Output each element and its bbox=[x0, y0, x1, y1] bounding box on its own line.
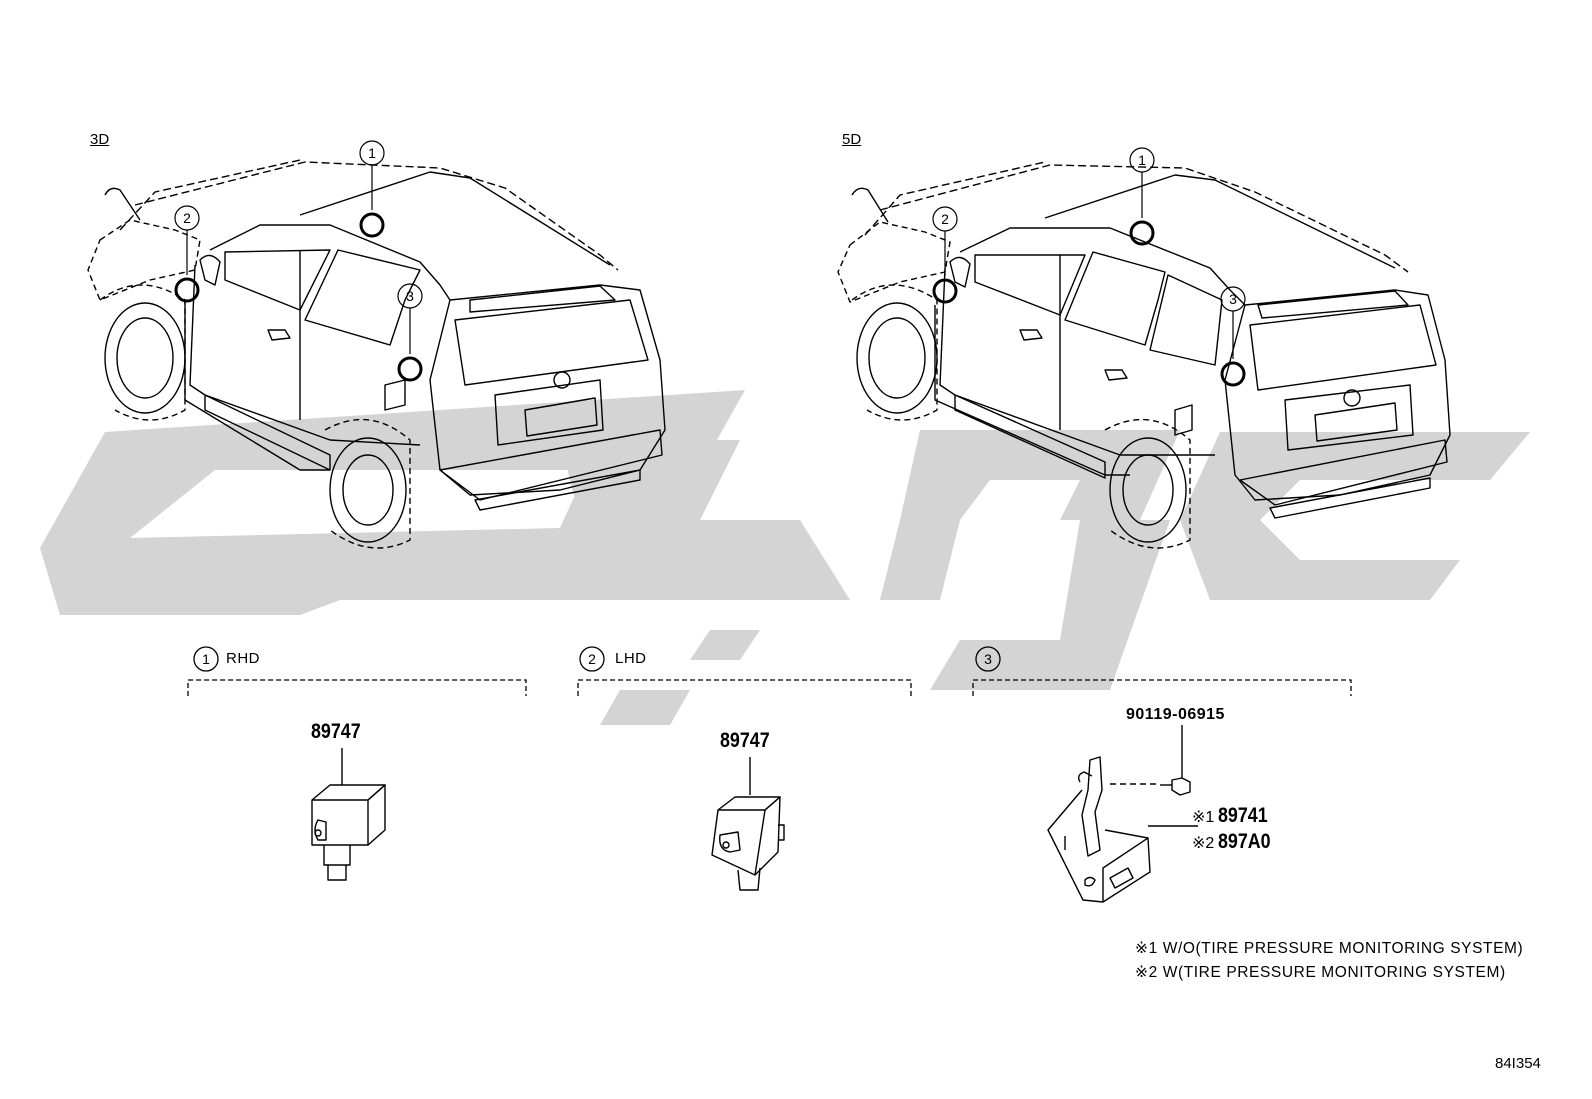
section-1-label: RHD bbox=[226, 650, 260, 667]
callout-1-label: 1 bbox=[368, 145, 376, 161]
vehicle-3d bbox=[87, 159, 666, 549]
callout-3-label: 3 bbox=[1229, 291, 1237, 307]
bolt-part-number: 90119-06915 bbox=[1126, 706, 1225, 723]
part-number-2: 89747 bbox=[720, 729, 770, 752]
footnote-1: ※1 W/O(TIRE PRESSURE MONITORING SYSTEM) bbox=[1135, 940, 1524, 957]
callout-1-label: 1 bbox=[1138, 152, 1146, 168]
callout-numbers-5d: 1 2 3 bbox=[941, 152, 1237, 307]
footnote-2: ※2 W(TIRE PRESSURE MONITORING SYSTEM) bbox=[1135, 964, 1506, 981]
section-3-number: 3 bbox=[984, 651, 992, 667]
part-number-1: 89747 bbox=[311, 720, 361, 743]
section-1-number: 1 bbox=[202, 651, 210, 667]
variant-mark-1: ※1 bbox=[1192, 809, 1215, 826]
section-2-label: LHD bbox=[615, 650, 647, 667]
variant-label-5d: 5D bbox=[842, 131, 862, 148]
callout-numbers-3d: 1 2 3 bbox=[183, 145, 414, 304]
figure-id: 84I354 bbox=[1495, 1055, 1541, 1072]
vehicle-5d bbox=[837, 161, 1451, 549]
part-89747-lhd bbox=[711, 757, 785, 891]
part-number-897a0: 897A0 bbox=[1218, 830, 1271, 853]
watermark-logo bbox=[40, 390, 1530, 725]
part-bracket-receiver bbox=[1047, 725, 1198, 903]
callout-2-label: 2 bbox=[941, 211, 949, 227]
callout-2-label: 2 bbox=[183, 210, 191, 226]
callout-3-label: 3 bbox=[406, 288, 414, 304]
part-number-89741: 89741 bbox=[1218, 804, 1268, 827]
section-2-number: 2 bbox=[588, 651, 596, 667]
section-brackets bbox=[187, 646, 1352, 696]
variant-mark-2: ※2 bbox=[1192, 835, 1215, 852]
variant-label-3d: 3D bbox=[90, 131, 110, 148]
callouts-3d bbox=[174, 140, 423, 382]
part-89747-rhd bbox=[311, 748, 386, 881]
callouts-5d bbox=[932, 147, 1246, 387]
section-numbers: 1 2 3 bbox=[202, 651, 992, 667]
